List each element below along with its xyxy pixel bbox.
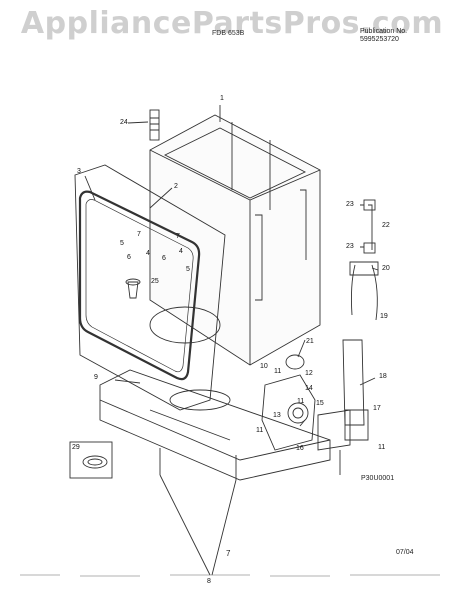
publication-label: Publication No.: [360, 28, 408, 35]
page-number: 7: [226, 549, 231, 558]
part-label-13: 13: [273, 412, 281, 419]
part-label-11: 11: [297, 398, 305, 405]
diagram-code: P30U0001: [361, 475, 395, 482]
part-label-4: 4: [146, 250, 150, 257]
part-label-6: 6: [162, 255, 166, 262]
part-label-7: 7: [176, 233, 180, 240]
part-label-11: 11: [378, 444, 386, 451]
part-label-8: 8: [207, 578, 211, 585]
part-label-11: 11: [274, 368, 282, 375]
part-label-16: 16: [296, 445, 304, 452]
part-label-22: 22: [382, 222, 390, 229]
part-label-6: 6: [127, 254, 131, 261]
part-label-24: 24: [120, 119, 128, 126]
part-label-25: 25: [151, 278, 159, 285]
part-label-2: 2: [174, 183, 178, 190]
part-label-7: 7: [137, 231, 141, 238]
part-label-9: 9: [94, 374, 98, 381]
part-label-12: 12: [305, 370, 313, 377]
part-label-19: 19: [380, 313, 388, 320]
site-watermark: AppliancePartsPros.com: [20, 6, 444, 41]
part-label-5: 5: [120, 240, 124, 247]
part-label-20: 20: [382, 265, 390, 272]
part-label-18: 18: [379, 373, 387, 380]
model-number: FDB 653B: [212, 30, 245, 37]
publication-number: 5995253720: [360, 36, 399, 43]
page-date: 07/04: [396, 549, 414, 556]
part-label-5: 5: [186, 266, 190, 273]
part-label-1: 1: [220, 95, 224, 102]
part-label-21: 21: [306, 338, 314, 345]
part-label-15: 15: [316, 400, 324, 407]
publication-info: Publication No. 5995253720: [360, 28, 407, 44]
part-label-29: 29: [72, 444, 80, 451]
part-label-3: 3: [77, 168, 81, 175]
part-label-23: 23: [346, 201, 354, 208]
part-label-17: 17: [373, 405, 381, 412]
part-label-23: 23: [346, 243, 354, 250]
part-label-10: 10: [260, 363, 268, 370]
part-label-14: 14: [305, 385, 313, 392]
part-label-4: 4: [179, 248, 183, 255]
part-label-11: 11: [256, 427, 264, 434]
